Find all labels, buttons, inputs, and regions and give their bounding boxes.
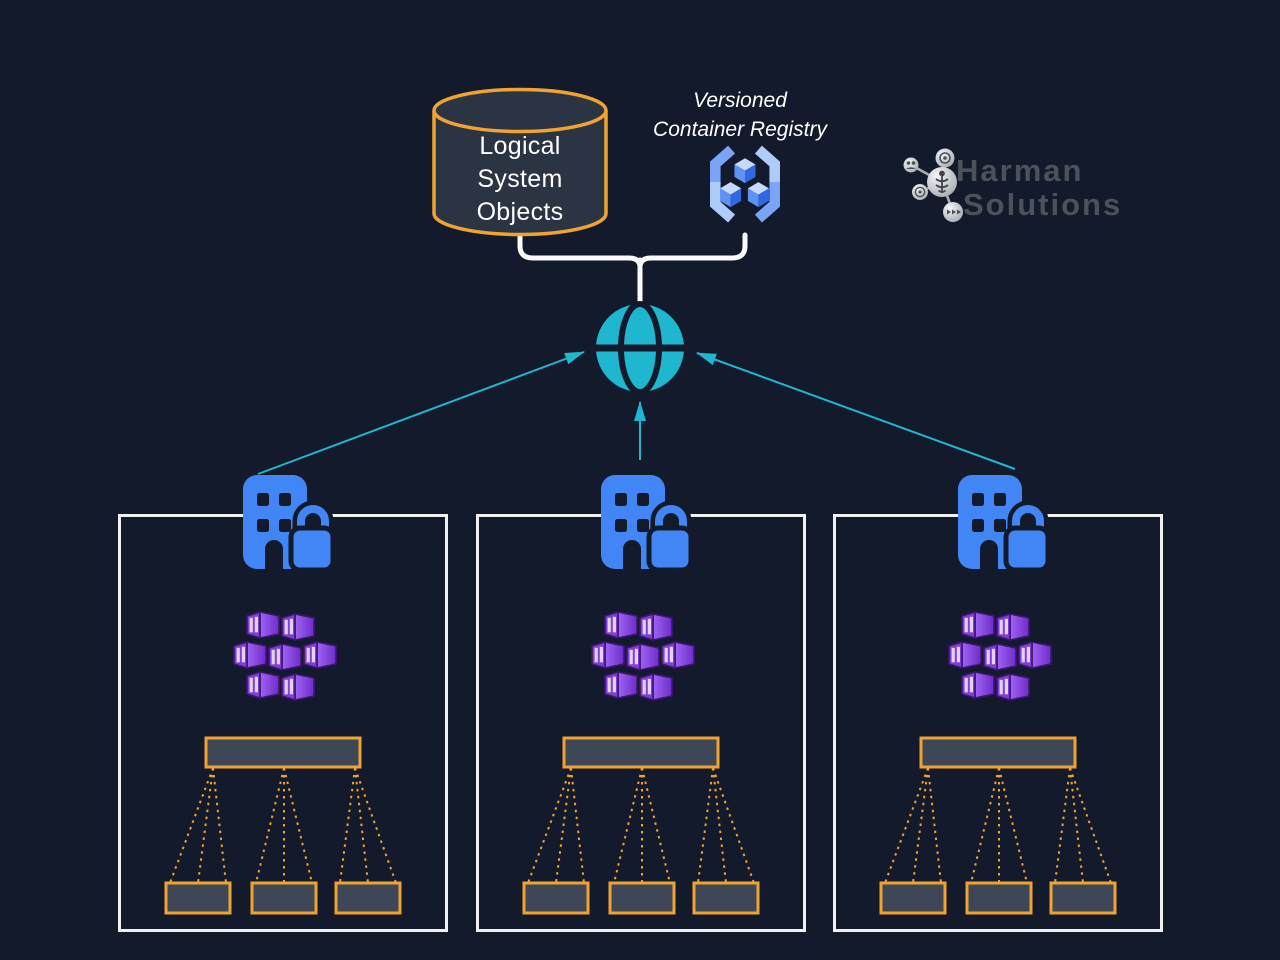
secured-region-1 bbox=[118, 475, 448, 932]
service-bar bbox=[919, 736, 1077, 769]
secure-building-lock-icon bbox=[954, 472, 1051, 574]
cube-right bbox=[747, 182, 769, 208]
task-fanout bbox=[164, 736, 402, 915]
leaf-node bbox=[879, 881, 947, 915]
container-cluster-icon bbox=[947, 606, 1055, 706]
merge-bracket-lines bbox=[517, 232, 748, 305]
harman-solutions-logo: Harman Solutions bbox=[895, 140, 1175, 240]
container-cluster-icon bbox=[232, 606, 340, 706]
registry-label: Versioned Container Registry bbox=[653, 89, 827, 141]
logical-system-objects-database: Logical System Objects bbox=[430, 84, 610, 239]
secure-building-lock-icon bbox=[239, 472, 336, 574]
leaf-node bbox=[608, 881, 676, 915]
database-label: Logical System Objects bbox=[476, 132, 564, 226]
logo-wordmark: Harman Solutions bbox=[956, 153, 1123, 222]
service-bar bbox=[562, 736, 720, 769]
secured-region-2 bbox=[476, 475, 806, 932]
leaf-node bbox=[692, 881, 760, 915]
container-registry-icon bbox=[710, 145, 780, 223]
database-cylinder-icon bbox=[432, 87, 608, 237]
people-node-icon bbox=[903, 157, 919, 173]
arrow-left bbox=[257, 351, 585, 475]
cube-left bbox=[720, 182, 742, 208]
task-fanout bbox=[522, 736, 760, 915]
task-fanout bbox=[879, 736, 1117, 915]
leaf-node bbox=[522, 881, 590, 915]
container-cluster-icon bbox=[590, 606, 698, 706]
leaf-node bbox=[965, 881, 1033, 915]
leaf-node bbox=[164, 881, 232, 915]
leaf-node bbox=[1049, 881, 1117, 915]
region-to-hub-arrows bbox=[257, 351, 1016, 475]
globe-icon bbox=[595, 301, 685, 395]
secure-building-lock-icon bbox=[597, 472, 694, 574]
logo-network-icon bbox=[903, 148, 963, 222]
arrow-right bbox=[696, 352, 1016, 470]
secured-region-3 bbox=[833, 475, 1163, 932]
leaf-node bbox=[250, 881, 318, 915]
service-bar bbox=[204, 736, 362, 769]
cube-top bbox=[734, 158, 756, 184]
leaf-node bbox=[334, 881, 402, 915]
